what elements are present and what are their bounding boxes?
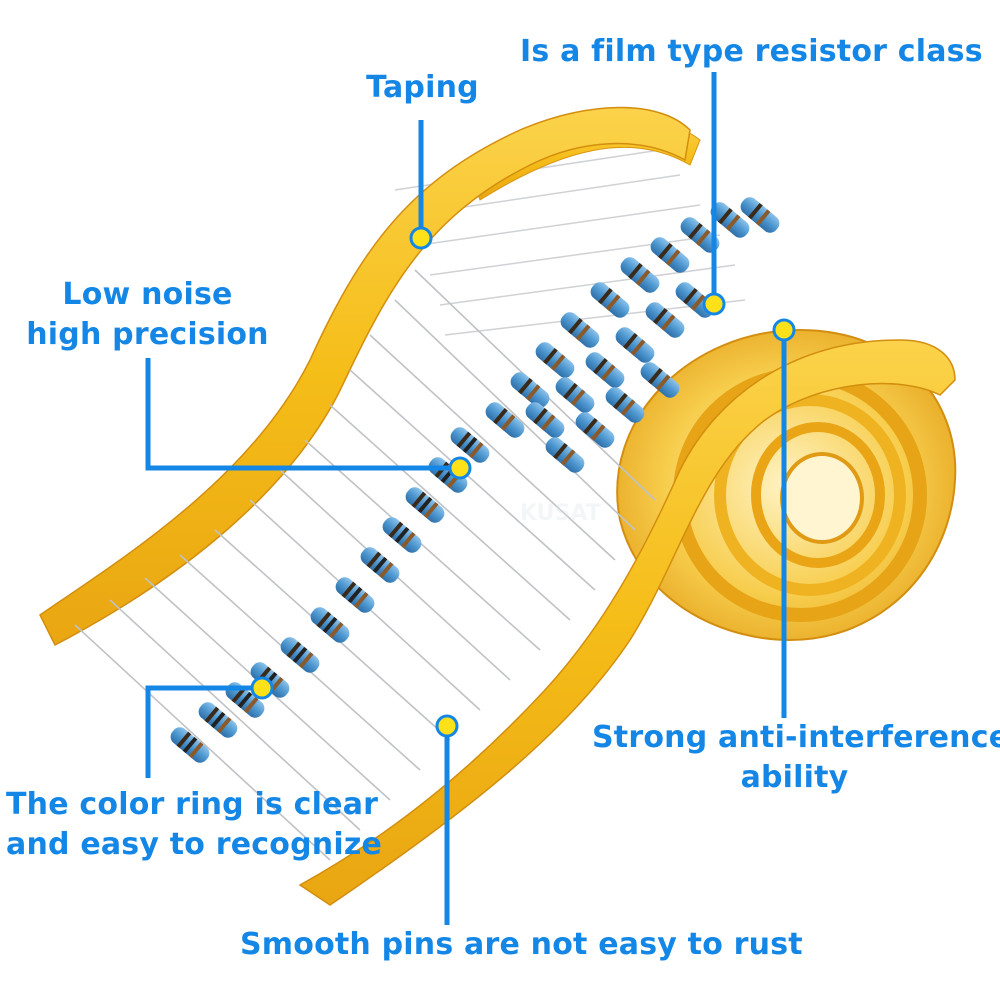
callout-lines — [145, 72, 787, 925]
color-ring-leader-line — [145, 685, 262, 778]
anti-interference-label-line2: ability — [740, 760, 849, 795]
callout-markers — [250, 226, 796, 738]
resistor-row — [170, 427, 490, 763]
tape-upper-strip — [39, 106, 691, 647]
taping-callout: Taping — [355, 68, 490, 108]
resistor-cluster — [485, 197, 780, 473]
color-ring-callout: The color ring is clear and easy to reco… — [6, 785, 383, 865]
low-noise-label-line1: Low noise — [62, 277, 233, 312]
low-noise-marker-dot — [448, 456, 472, 480]
film-type-callout: Is a film type resistor class — [520, 32, 983, 72]
taping-label: Taping — [366, 70, 479, 105]
film-type-label: Is a film type resistor class — [520, 34, 983, 69]
smooth-pins-label: Smooth pins are not easy to rust — [240, 927, 803, 962]
anti-interference-marker-dot — [772, 318, 796, 342]
low-noise-label-line2: high precision — [26, 317, 269, 352]
smooth-pins-callout: Smooth pins are not easy to rust — [240, 925, 803, 965]
low-noise-callout: Low noise high precision — [25, 275, 270, 355]
color-ring-marker-dot — [250, 676, 274, 700]
color-ring-label-line2: and easy to recognize — [6, 827, 383, 862]
taping-marker-dot — [409, 226, 433, 250]
smooth-pins-marker-dot — [435, 714, 459, 738]
watermark-text: KUSAT — [520, 501, 601, 526]
anti-interference-label-line1: Strong anti-interference — [592, 720, 1000, 755]
low-noise-leader-line — [145, 358, 455, 471]
tape-lower-strip — [298, 339, 956, 906]
anti-interference-callout: Strong anti-interference ability — [592, 718, 1000, 798]
color-ring-label-line1: The color ring is clear — [6, 787, 379, 822]
film-type-marker-dot — [702, 292, 726, 316]
